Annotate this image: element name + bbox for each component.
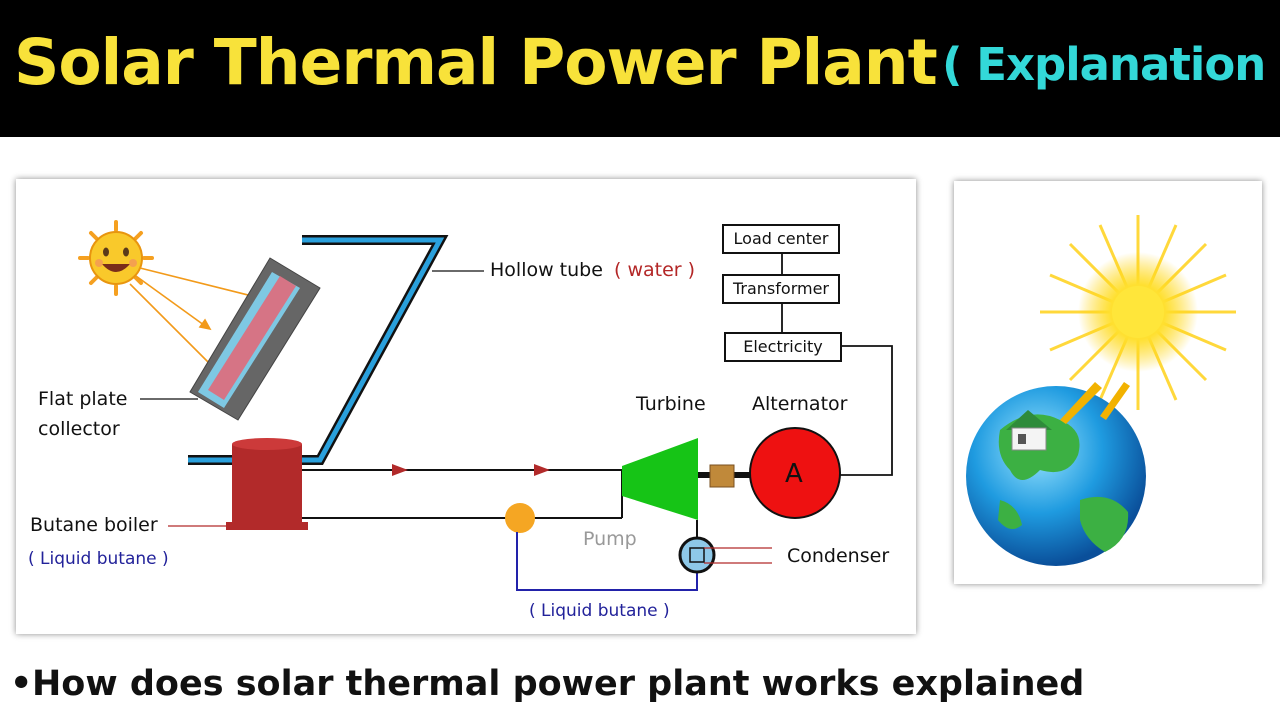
earth-globe-icon bbox=[966, 386, 1146, 566]
load-center-box: Load center bbox=[722, 224, 840, 254]
flow-arrows bbox=[392, 464, 550, 476]
diagram-panel bbox=[16, 179, 916, 634]
leader-lines bbox=[140, 270, 484, 527]
condenser bbox=[678, 520, 772, 574]
alternator bbox=[749, 427, 841, 519]
butane-boiler bbox=[226, 438, 308, 530]
turbine bbox=[622, 438, 698, 520]
title-banner: Solar Thermal Power Plant ( Explanation … bbox=[0, 0, 1280, 137]
flat-plate-label-line1: Flat plate bbox=[38, 388, 128, 410]
condenser-label: Condenser bbox=[787, 545, 890, 567]
pump-label: Pump bbox=[583, 528, 637, 550]
illustration-sun-icon bbox=[1040, 215, 1236, 410]
house-icon bbox=[1006, 410, 1052, 451]
electricity-box: Electricity bbox=[724, 332, 842, 362]
bullet-dot: • bbox=[10, 664, 33, 704]
coupling-shaft bbox=[698, 464, 754, 488]
page-title: Solar Thermal Power Plant bbox=[14, 26, 938, 99]
alternator-symbol: A bbox=[785, 459, 803, 489]
illustration-ray-arrows bbox=[1060, 382, 1130, 424]
bullet-text: How does solar thermal power plant works… bbox=[32, 664, 1085, 704]
transformer-box: Transformer bbox=[722, 274, 840, 304]
condensate-return-line bbox=[516, 532, 698, 591]
butane-boiler-label: Butane boiler bbox=[30, 514, 158, 536]
electric-wiring bbox=[781, 252, 893, 476]
hollow-tube-note: ( water ) bbox=[614, 259, 696, 281]
sun-icon bbox=[78, 220, 154, 296]
hollow-tube-label: Hollow tube bbox=[490, 259, 603, 281]
page-subtitle: ( Explanation ) bbox=[942, 38, 1280, 91]
flat-plate-label-line2: collector bbox=[38, 418, 120, 440]
flat-plate-collector bbox=[189, 257, 321, 421]
bullet-point: •How does solar thermal power plant work… bbox=[10, 664, 1084, 704]
butane-boiler-note: ( Liquid butane ) bbox=[28, 549, 169, 569]
turbine-label: Turbine bbox=[636, 393, 706, 415]
liquid-butane-bottom-label: ( Liquid butane ) bbox=[529, 601, 670, 621]
alternator-label: Alternator bbox=[752, 393, 848, 415]
pump bbox=[505, 503, 535, 533]
